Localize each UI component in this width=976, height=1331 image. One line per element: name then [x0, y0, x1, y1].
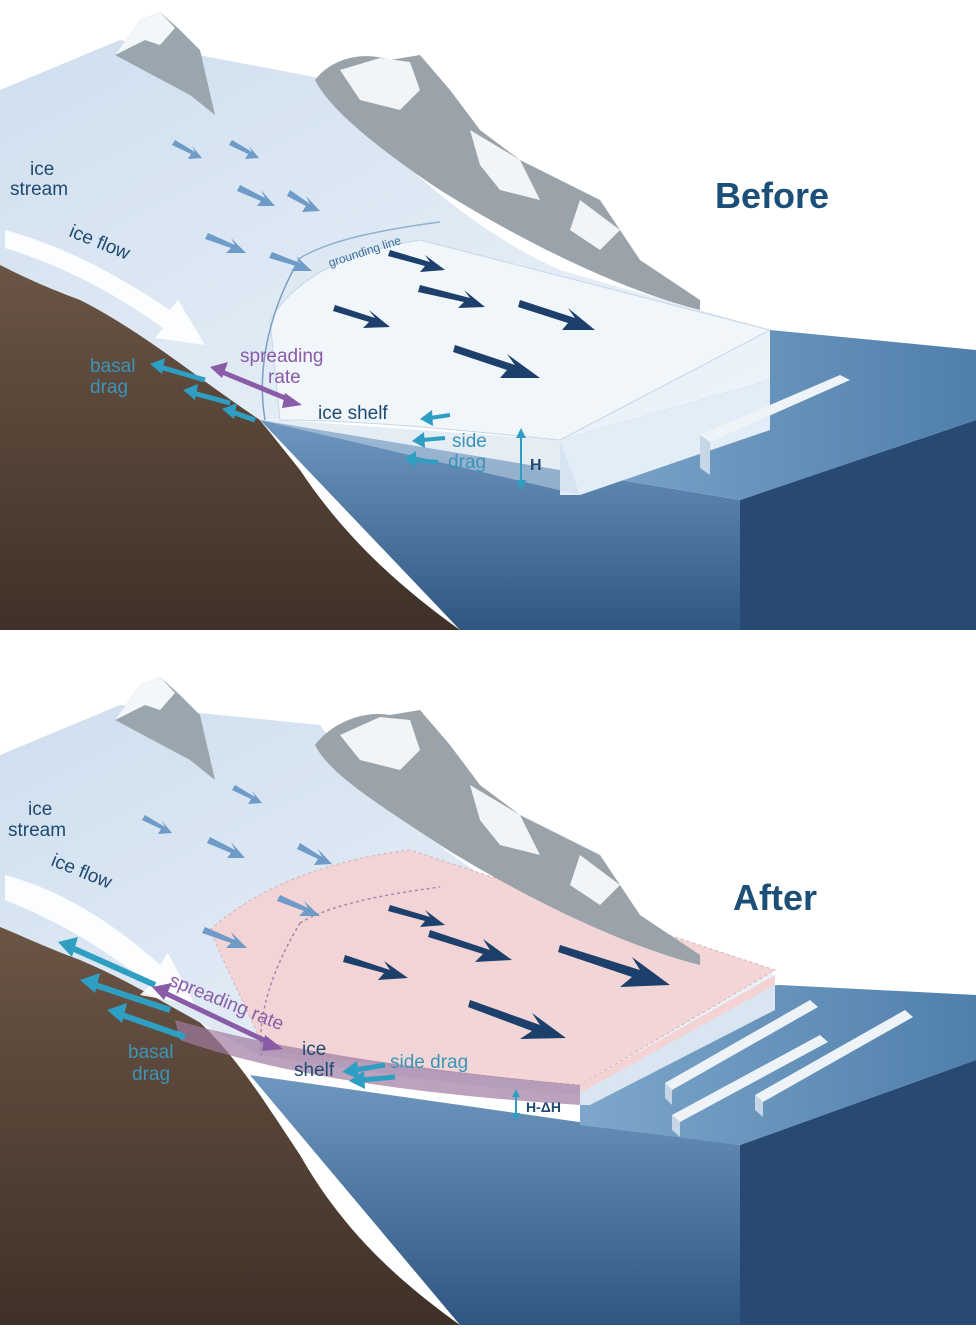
after-title: After [733, 877, 817, 918]
ocean-front-face [260, 420, 740, 630]
grounding-line [299, 886, 441, 924]
flow-arrows [343, 905, 670, 1039]
before-title: Before [715, 175, 829, 216]
ice-shelf-edge [260, 420, 580, 495]
flow-arrows-light [172, 140, 320, 271]
basal-drag-arrows [58, 937, 186, 1040]
label-side-drag: side drag [390, 1052, 468, 1073]
mountain-right-snow-2 [470, 785, 540, 855]
mountain-left-snow [115, 677, 175, 720]
ocean-side-face [740, 1060, 976, 1325]
ice-shelf-front-pink [580, 975, 775, 1093]
mountain-right-snow-2 [470, 130, 540, 200]
mountain-right-snow [340, 58, 420, 110]
label-spreading-rate-1: spreading [240, 346, 323, 367]
label-ice-shelf-2: shelf [294, 1060, 335, 1081]
ice-flow-arrow [5, 230, 205, 345]
after-diagram: After ice stream ice flow basal drag spr… [0, 677, 976, 1325]
iceberg [700, 375, 850, 442]
mountain-right-snow-3 [570, 200, 620, 250]
mountain-right-snow-3 [570, 855, 620, 905]
mountain-right-snow [340, 717, 420, 770]
mountain-left-snow [115, 12, 175, 55]
label-thickness: H-ΔH [526, 1099, 561, 1115]
thickness-arrow [516, 428, 526, 490]
ocean-front-face [250, 1075, 740, 1325]
spreading-rate-arrow [210, 362, 302, 408]
thinned-ice-shelf [209, 849, 777, 1086]
side-drag-arrows [404, 410, 451, 467]
thickness-arrow [512, 1089, 520, 1121]
label-basal-drag-2: drag [90, 377, 128, 398]
grounding-line-curve [259, 922, 301, 1061]
label-basal-drag-1: basal [128, 1042, 173, 1063]
bedrock [0, 926, 460, 1325]
before-diagram: Before ice stream ice flow grounding lin… [0, 12, 976, 630]
side-drag-arrows [342, 1061, 396, 1089]
icebergs [665, 1000, 913, 1137]
label-thickness: H [530, 457, 542, 474]
label-ice-stream-2: stream [8, 820, 66, 841]
grounding-line [299, 221, 441, 259]
label-spreading-rate-2: rate [268, 367, 301, 388]
bedrock [0, 261, 460, 630]
label-basal-drag-1: basal [90, 356, 135, 377]
grounding-line-curve [261, 257, 301, 421]
spreading-rate-arrow [152, 983, 283, 1051]
ice-shelf [269, 239, 772, 441]
label-ice-shelf-1: ice [302, 1039, 326, 1060]
label-basal-drag-2: drag [132, 1064, 170, 1085]
iceberg-side [700, 435, 710, 475]
label-ice-stream-1: ice [28, 799, 52, 820]
label-side-drag-2: drag [448, 452, 486, 473]
label-ice-stream-2: stream [10, 179, 68, 200]
label-ice-stream-1: ice [30, 159, 54, 180]
flow-arrows-light [142, 785, 332, 948]
thinned-ice-shelf-underside [175, 1020, 580, 1105]
flow-arrows [333, 250, 595, 378]
basal-drag-arrows [150, 358, 256, 423]
label-ice-shelf: ice shelf [318, 403, 388, 424]
ice-shelf-front [560, 380, 770, 495]
ocean-side-face [740, 420, 976, 630]
ice-flow-arrow [5, 875, 195, 1005]
label-side-drag-1: side [452, 431, 487, 452]
